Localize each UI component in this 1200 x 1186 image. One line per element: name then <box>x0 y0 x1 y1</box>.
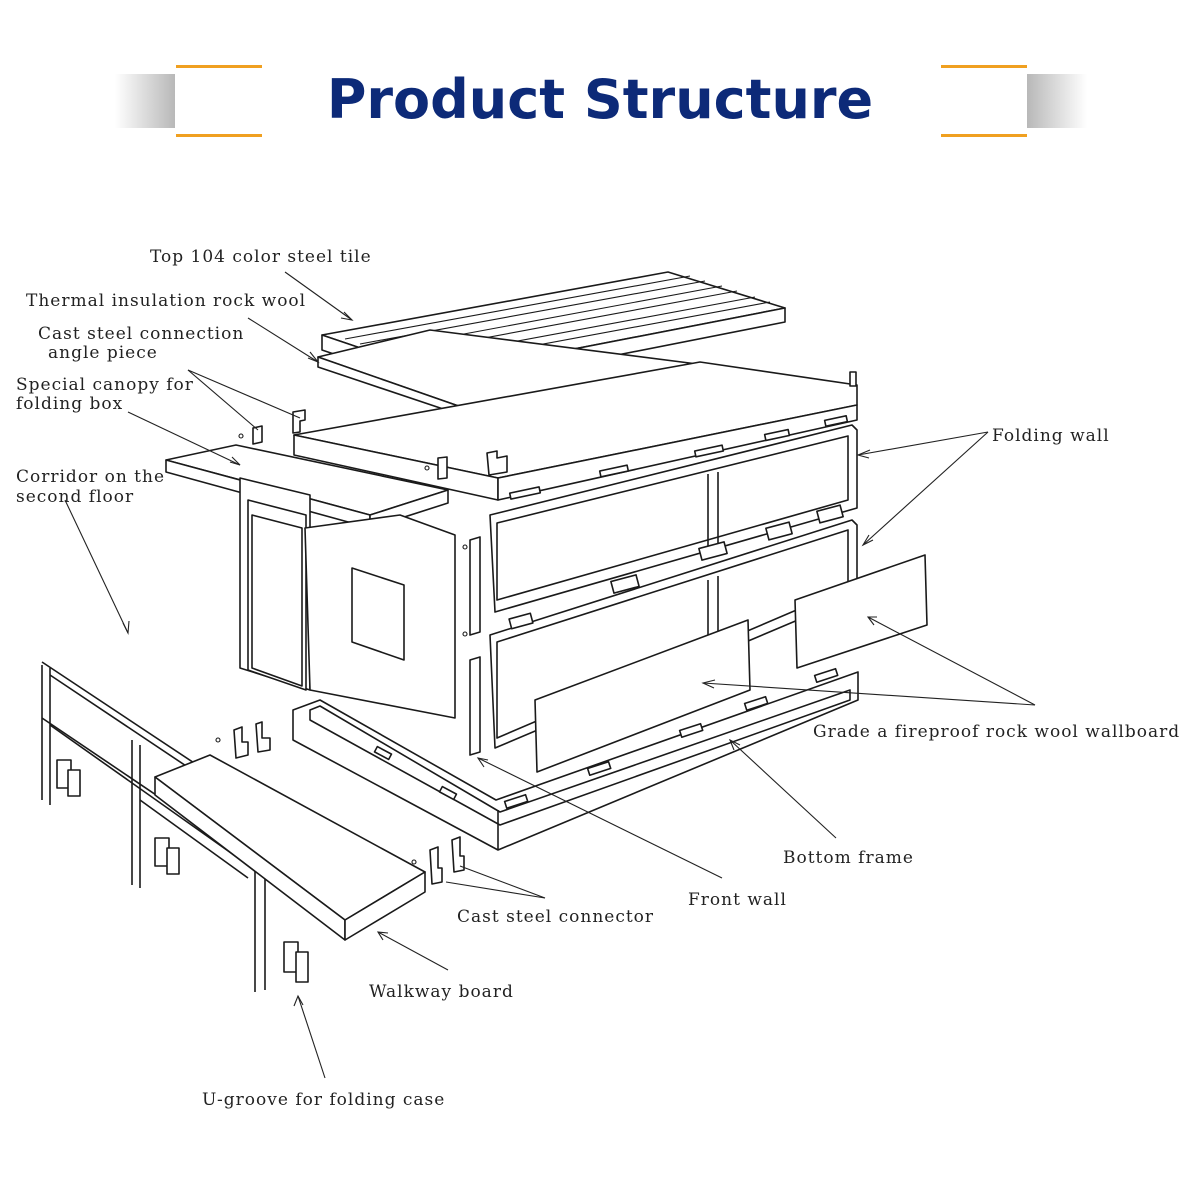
label-front-wall: Front wall <box>688 890 787 910</box>
label-wallboard: Grade a fireproof rock wool wallboard <box>813 722 1180 742</box>
page-title: Product Structure <box>326 68 874 131</box>
header-left-bottom-line <box>176 134 262 137</box>
bottom-frame <box>292 667 859 851</box>
labels: Top 104 color steel tile Thermal insulat… <box>16 247 1180 1110</box>
insulation-board <box>317 329 706 419</box>
cast-steel-connectors <box>215 721 465 885</box>
label-connector: Cast steel connector <box>457 907 654 927</box>
label-top-tile: Top 104 color steel tile <box>150 247 372 267</box>
corridor-railing <box>41 661 309 992</box>
label-corridor-line1: Corridor on the <box>16 467 165 487</box>
walkway-board <box>154 754 426 941</box>
header-right-gradient <box>1027 74 1087 128</box>
label-walkway: Walkway board <box>369 982 514 1002</box>
front-wall-post <box>462 536 481 756</box>
label-angle-piece-line1: Cast steel connection <box>38 324 244 344</box>
label-thermal-wool: Thermal insulation rock wool <box>26 291 306 311</box>
label-canopy-line2: folding box <box>16 394 123 414</box>
label-u-groove: U-groove for folding case <box>202 1090 445 1110</box>
label-angle-piece-line2: angle piece <box>48 343 158 363</box>
angle-pieces <box>238 409 508 480</box>
header-right-bottom-line <box>941 134 1027 137</box>
leader-lines <box>64 271 1036 1079</box>
header-left-gradient <box>115 74 175 128</box>
label-canopy-line1: Special canopy for <box>16 375 194 395</box>
header-right-top-line <box>941 65 1027 68</box>
top-frame <box>293 361 858 501</box>
label-corridor-line2: second floor <box>16 487 134 507</box>
label-folding-wall: Folding wall <box>992 426 1110 446</box>
side-wall <box>239 477 456 719</box>
wallboards <box>534 554 928 773</box>
label-bottom-frame: Bottom frame <box>783 848 914 868</box>
header-left-top-line <box>176 65 262 68</box>
